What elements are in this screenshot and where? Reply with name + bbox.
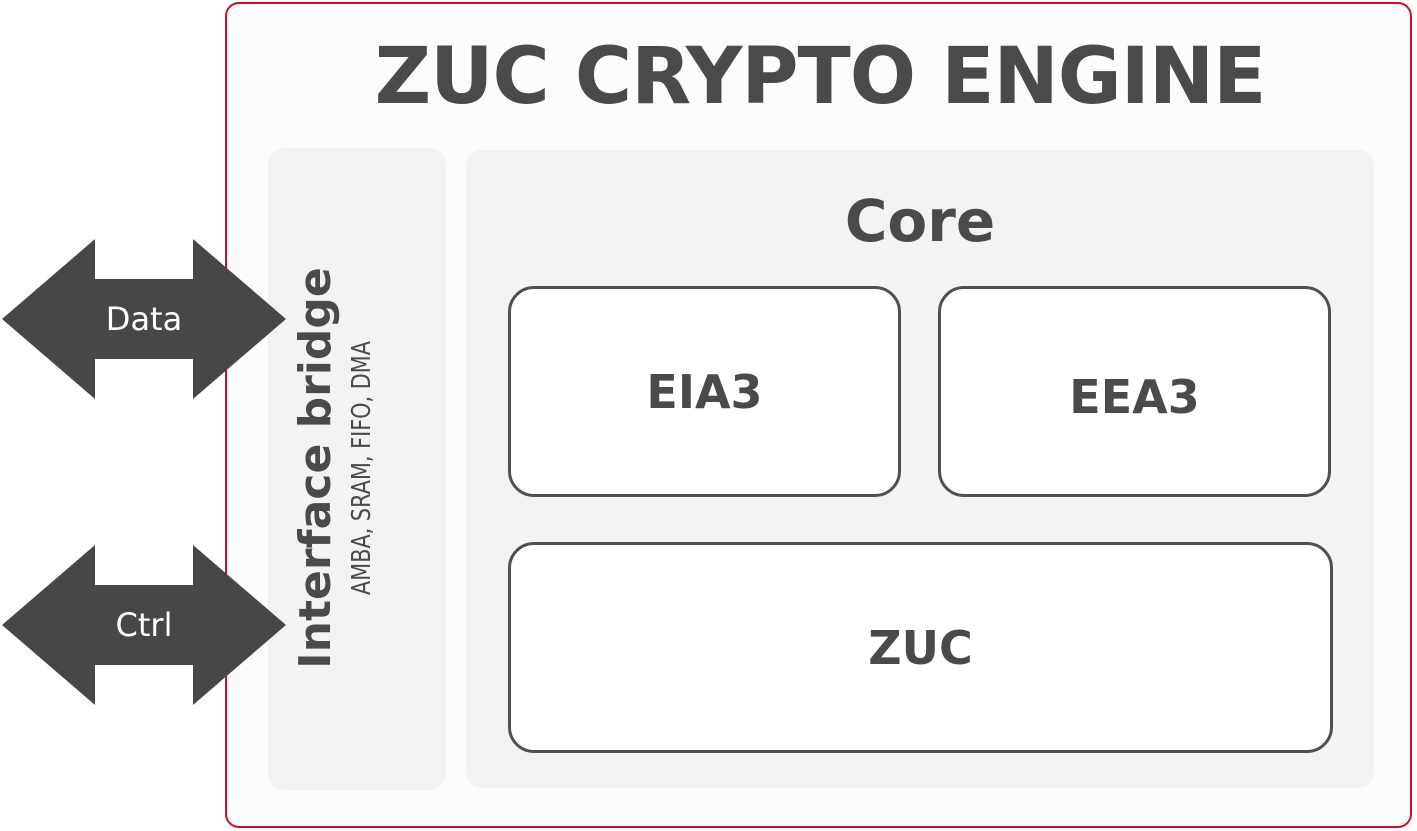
interface-bridge-panel (268, 148, 446, 790)
ctrl-arrow-label: Ctrl (115, 606, 173, 644)
interface-bridge-sublabel: AMBA, SRAM, FIFO, DMA (347, 341, 377, 595)
interface-bridge-text: Interface bridge AMBA, SRAM, FIFO, DMA (287, 168, 427, 768)
engine-title: ZUC CRYPTO ENGINE (374, 32, 1267, 122)
double-arrow-icon (2, 239, 286, 399)
ctrl-arrow: Ctrl (0, 545, 288, 705)
zuc-block: ZUC (508, 542, 1333, 753)
data-arrow-label: Data (105, 300, 183, 338)
interface-bridge-label: Interface bridge (290, 267, 341, 669)
double-arrow-icon (2, 545, 286, 705)
core-label: Core (844, 187, 996, 255)
eea3-block: EEA3 (938, 286, 1331, 497)
eia3-block: EIA3 (508, 286, 901, 497)
data-arrow: Data (0, 239, 288, 399)
